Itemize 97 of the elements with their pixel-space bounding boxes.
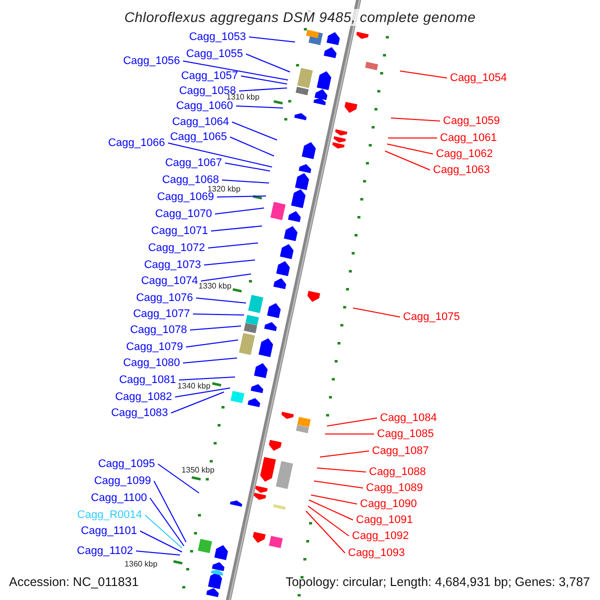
gene-label: Cagg_1067 (165, 157, 222, 169)
leader-line (190, 326, 242, 330)
leader-line (150, 498, 184, 546)
gene-label: Cagg_1089 (366, 482, 423, 494)
leader-line (320, 450, 370, 458)
leader-line (140, 530, 182, 552)
genome-info-text: Topology: circular; Length: 4,684,931 bp; Genes: 3,787 (286, 575, 590, 589)
gene-label: Cagg_1053 (189, 31, 246, 43)
gene-label: Cagg_1102 (76, 545, 133, 557)
leader-line (144, 514, 182, 548)
leader-line (240, 76, 288, 84)
leader-line (308, 506, 350, 536)
leader-line (210, 226, 262, 232)
leader-line (306, 510, 346, 554)
leader-line (384, 150, 430, 170)
gene-label: Cagg_1055 (186, 48, 243, 60)
accession-text: Accession: NC_011831 (9, 575, 139, 589)
gene-label: Cagg_1085 (377, 428, 434, 440)
leader-line (230, 136, 274, 156)
gene-label: Cagg_R0014 (77, 509, 142, 521)
gene-label: Cagg_1090 (360, 498, 417, 510)
gene-label: Cagg_1059 (443, 115, 500, 127)
gene-label: Cagg_1071 (151, 225, 208, 237)
leader-line (314, 480, 364, 488)
leader-line (386, 144, 434, 154)
gene-label: Cagg_1082 (115, 391, 172, 403)
leader-line (170, 392, 224, 414)
leader-line (192, 314, 244, 316)
gene-label: Cagg_1079 (126, 341, 183, 353)
gene-label: Cagg_1065 (170, 131, 227, 143)
gene-label: Cagg_1091 (356, 514, 413, 526)
leader-line (178, 376, 236, 380)
gene-label: Cagg_1062 (436, 148, 493, 160)
leader-line (204, 260, 256, 266)
leader-line (246, 54, 290, 72)
gene-label: Cagg_1069 (157, 191, 214, 203)
leader-line (316, 468, 366, 472)
leader-line (158, 464, 200, 494)
gene-label: Cagg_1061 (440, 132, 497, 144)
gene-label: Cagg_1095 (98, 458, 155, 470)
gene-label: Cagg_1057 (181, 70, 238, 82)
gene-label: Cagg_1100 (90, 492, 147, 504)
gene-label: Cagg_1099 (94, 475, 151, 487)
leader-line (352, 308, 400, 318)
gene-label: Cagg_1068 (162, 174, 219, 186)
gene-label: Cagg_1081 (119, 374, 176, 386)
leader-line (200, 274, 252, 282)
gene-label: Cagg_1077 (133, 308, 190, 320)
gene-label: Cagg_1074 (141, 275, 198, 287)
position-label: 1330 kbp (198, 282, 232, 290)
leader-line (168, 142, 272, 168)
leader-line (308, 500, 354, 520)
position-label: 1350 kbp (182, 466, 214, 474)
leader-line (174, 388, 230, 398)
gene-label: Cagg_1092 (352, 530, 409, 542)
gene-label: Cagg_1076 (136, 292, 193, 304)
leader-line (154, 480, 186, 542)
leader-line (136, 550, 180, 556)
leader-line (222, 180, 270, 184)
position-label: 1340 kbp (178, 382, 210, 390)
gene-label: Cagg_1056 (123, 55, 180, 67)
leader-line (224, 162, 270, 172)
leader-line (310, 494, 358, 504)
gene-label: Cagg_1083 (111, 407, 168, 419)
gene-label: Cagg_1060 (176, 100, 233, 112)
gene-label: Cagg_1078 (130, 324, 187, 336)
leader-line (390, 118, 440, 122)
position-label: 1320 kbp (208, 184, 240, 194)
gene-label: Cagg_1054 (450, 72, 507, 84)
gene-label: Cagg_1073 (144, 259, 201, 271)
gene-label: Cagg_1066 (108, 137, 165, 149)
leader-line (182, 60, 288, 80)
leader-line (208, 242, 258, 248)
leader-line (248, 36, 296, 42)
leader-line (236, 106, 284, 108)
leader-line (400, 70, 448, 78)
gene-label: Cagg_1088 (369, 466, 426, 478)
gene-label: Cagg_1093 (348, 547, 405, 559)
gene-label: Cagg_1084 (380, 412, 437, 424)
gene-label: Cagg_1064 (172, 116, 229, 128)
gene-label: Cagg_1101 (80, 525, 137, 537)
leader-line (214, 208, 264, 214)
gene-label: Cagg_1080 (123, 357, 180, 369)
leader-line (182, 358, 238, 364)
gene-label: Cagg_1070 (155, 208, 212, 220)
gene-label: Cagg_1063 (433, 164, 490, 176)
gene-label: Cagg_1072 (148, 242, 205, 254)
leader-line (196, 298, 246, 304)
leader-line (238, 88, 288, 92)
gene-label: Cagg_1087 (372, 445, 429, 457)
leader-line (216, 196, 266, 198)
gene-label: Cagg_1075 (403, 311, 460, 323)
leader-line (186, 340, 238, 348)
leader-line (326, 418, 378, 426)
position-label: 1360 kbp (124, 560, 158, 568)
title: Chloroflexus aggregans DSM 9485, complete genome (122, 9, 478, 26)
leader-line (232, 122, 278, 140)
